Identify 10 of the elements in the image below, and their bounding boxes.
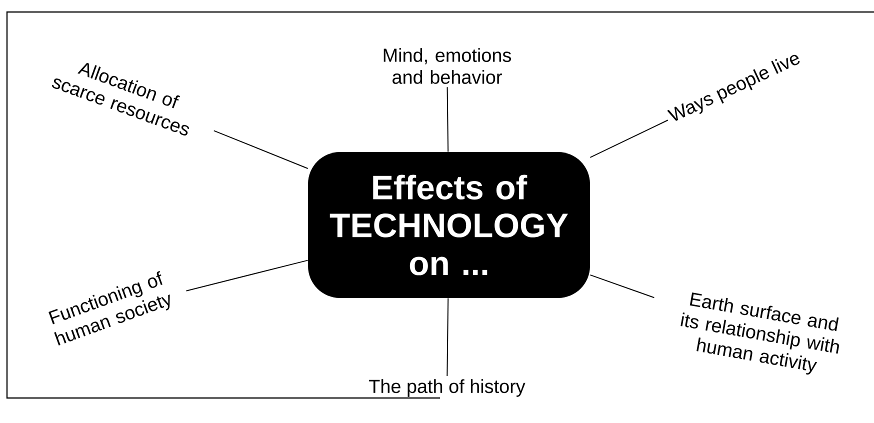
connector-line <box>590 120 668 158</box>
connector-line <box>186 260 308 292</box>
topic-label: The path of history <box>369 379 526 397</box>
connector-line <box>590 274 655 298</box>
connector-line <box>446 86 449 152</box>
connector-line <box>213 130 308 169</box>
topic-label: Mind, emotions and behavior <box>384 48 511 84</box>
topic-label: Earth surface and its relationship with human activity <box>680 292 839 375</box>
connector-line <box>446 298 449 376</box>
hub-box: Effects of TECHNOLOGY on ... <box>308 152 590 298</box>
